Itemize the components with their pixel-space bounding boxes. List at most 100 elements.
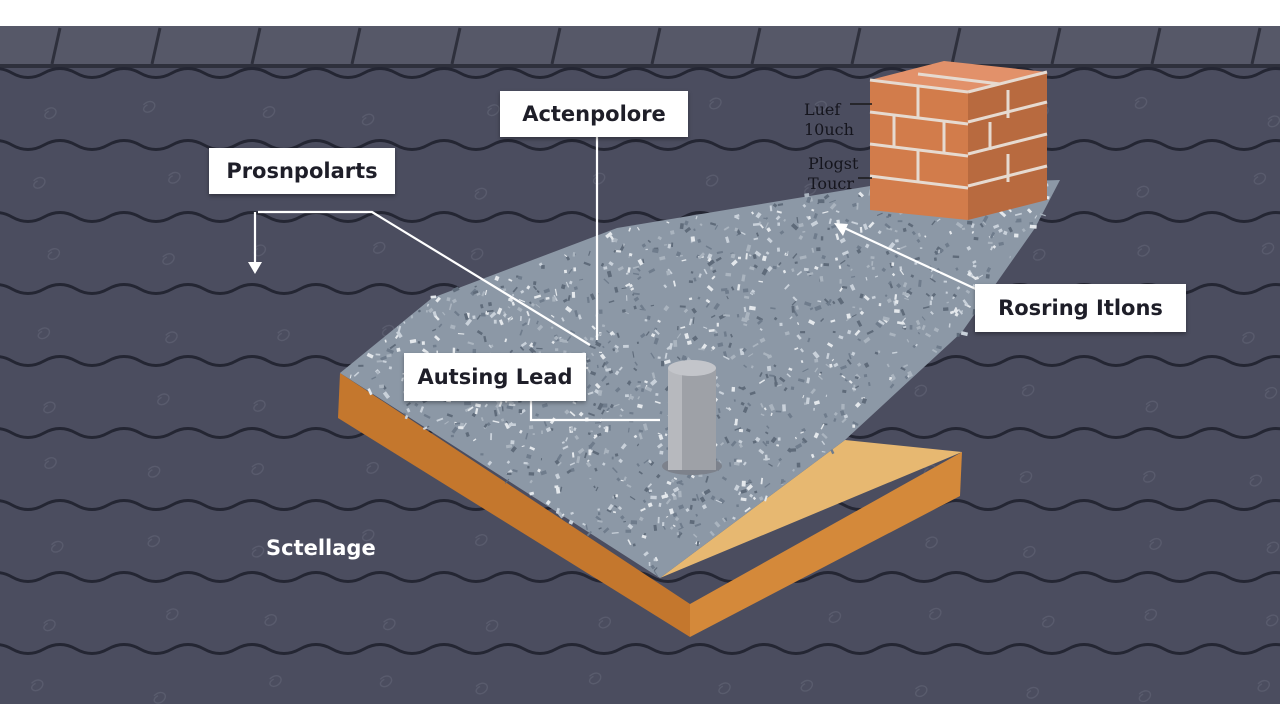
gravel-speck — [752, 254, 757, 260]
gravel-speck — [676, 333, 682, 339]
gravel-speck — [816, 247, 821, 252]
gravel-speck — [902, 291, 910, 297]
gravel-speck — [636, 403, 643, 409]
gravel-speck — [642, 499, 647, 504]
gravel-speck — [617, 266, 624, 272]
gravel-speck — [742, 288, 749, 293]
gravel-speck — [725, 272, 732, 277]
gravel-speck — [650, 333, 656, 338]
gravel-speck — [747, 479, 752, 483]
gravel-speck — [730, 286, 735, 291]
gravel-speck — [748, 305, 756, 311]
gravel-speck — [870, 256, 875, 260]
gravel-speck — [758, 448, 765, 455]
gravel-speck — [840, 259, 846, 265]
gravel-speck — [644, 380, 648, 384]
gravel-speck — [826, 298, 832, 306]
gravel-speck — [998, 228, 1003, 233]
gravel-speck — [766, 265, 773, 272]
gravel-speck — [533, 294, 542, 299]
gravel-speck — [691, 307, 697, 314]
gravel-speck — [436, 417, 444, 422]
gravel-speck — [532, 341, 537, 347]
gravel-speck — [585, 524, 588, 531]
gravel-speck — [775, 215, 781, 221]
gravel-speck — [896, 247, 901, 250]
gravel-speck — [786, 373, 791, 378]
gravel-speck — [759, 337, 766, 343]
shingle-swirl — [33, 176, 46, 189]
shingle-swirl — [44, 107, 57, 120]
gravel-speck — [428, 307, 434, 314]
gravel-speck — [812, 351, 820, 359]
gravel-speck — [753, 264, 758, 269]
gravel-speck — [397, 326, 399, 329]
gravel-speck — [866, 264, 871, 269]
shingle-swirl — [588, 672, 602, 685]
gravel-speck — [472, 315, 476, 320]
gravel-speck — [650, 378, 658, 386]
gravel-speck — [663, 305, 670, 312]
gravel-speck — [705, 245, 712, 250]
gravel-speck — [384, 339, 387, 343]
gravel-speck — [658, 434, 664, 441]
gravel-speck — [809, 307, 814, 311]
gravel-speck — [487, 460, 493, 466]
gravel-speck — [559, 336, 562, 339]
gravel-speck — [653, 524, 658, 532]
gravel-speck — [586, 296, 590, 304]
gravel-speck — [761, 255, 767, 262]
gravel-speck — [960, 331, 969, 337]
gravel-speck — [422, 426, 428, 431]
gravel-speck — [650, 495, 657, 500]
gravel-speck — [828, 218, 832, 225]
gravel-speck — [777, 462, 781, 467]
gravel-speck — [406, 407, 411, 413]
gravel-speck — [620, 515, 625, 520]
gravel-speck — [819, 371, 823, 374]
gravel-speck — [606, 330, 611, 335]
gravel-speck — [948, 230, 953, 235]
gravel-speck — [595, 515, 602, 522]
gravel-speck — [589, 477, 592, 480]
gravel-speck — [878, 303, 882, 307]
gravel-speck — [476, 330, 483, 336]
gravel-speck — [586, 530, 592, 537]
gravel-speck — [746, 484, 753, 491]
gravel-speck — [520, 341, 528, 348]
prosnpolarts-leader — [258, 210, 591, 346]
gravel-speck — [973, 236, 979, 241]
gravel-speck — [854, 329, 861, 336]
gravel-speck — [632, 265, 640, 270]
gravel-speck — [645, 386, 653, 392]
gravel-speck — [931, 348, 938, 354]
gravel-speck — [598, 527, 602, 530]
gravel-speck — [523, 461, 528, 465]
gravel-speck — [695, 215, 698, 220]
gravel-speck — [662, 522, 665, 527]
gravel-speck — [595, 340, 598, 344]
gravel-speck — [836, 219, 841, 224]
gravel-speck — [766, 227, 772, 233]
gravel-speck — [664, 491, 668, 498]
shingle-swirl — [1265, 614, 1279, 627]
gravel-speck — [745, 253, 748, 260]
gravel-speck — [510, 445, 517, 453]
gravel-speck — [555, 348, 559, 352]
gravel-speck — [498, 401, 503, 408]
gravel-speck — [657, 319, 661, 323]
gravel-speck — [736, 229, 742, 236]
gravel-speck — [840, 364, 847, 370]
gravel-speck — [856, 320, 863, 328]
gravel-speck — [448, 303, 453, 311]
gravel-speck — [992, 244, 997, 249]
gravel-speck — [539, 298, 545, 304]
gravel-speck — [710, 266, 713, 270]
shingle-swirl — [1019, 471, 1033, 484]
gravel-speck — [432, 328, 437, 332]
gravel-speck — [730, 253, 736, 259]
gravel-speck — [406, 402, 411, 407]
gravel-speck — [846, 359, 852, 365]
gravel-speck — [632, 292, 640, 296]
gravel-speck — [634, 387, 639, 392]
